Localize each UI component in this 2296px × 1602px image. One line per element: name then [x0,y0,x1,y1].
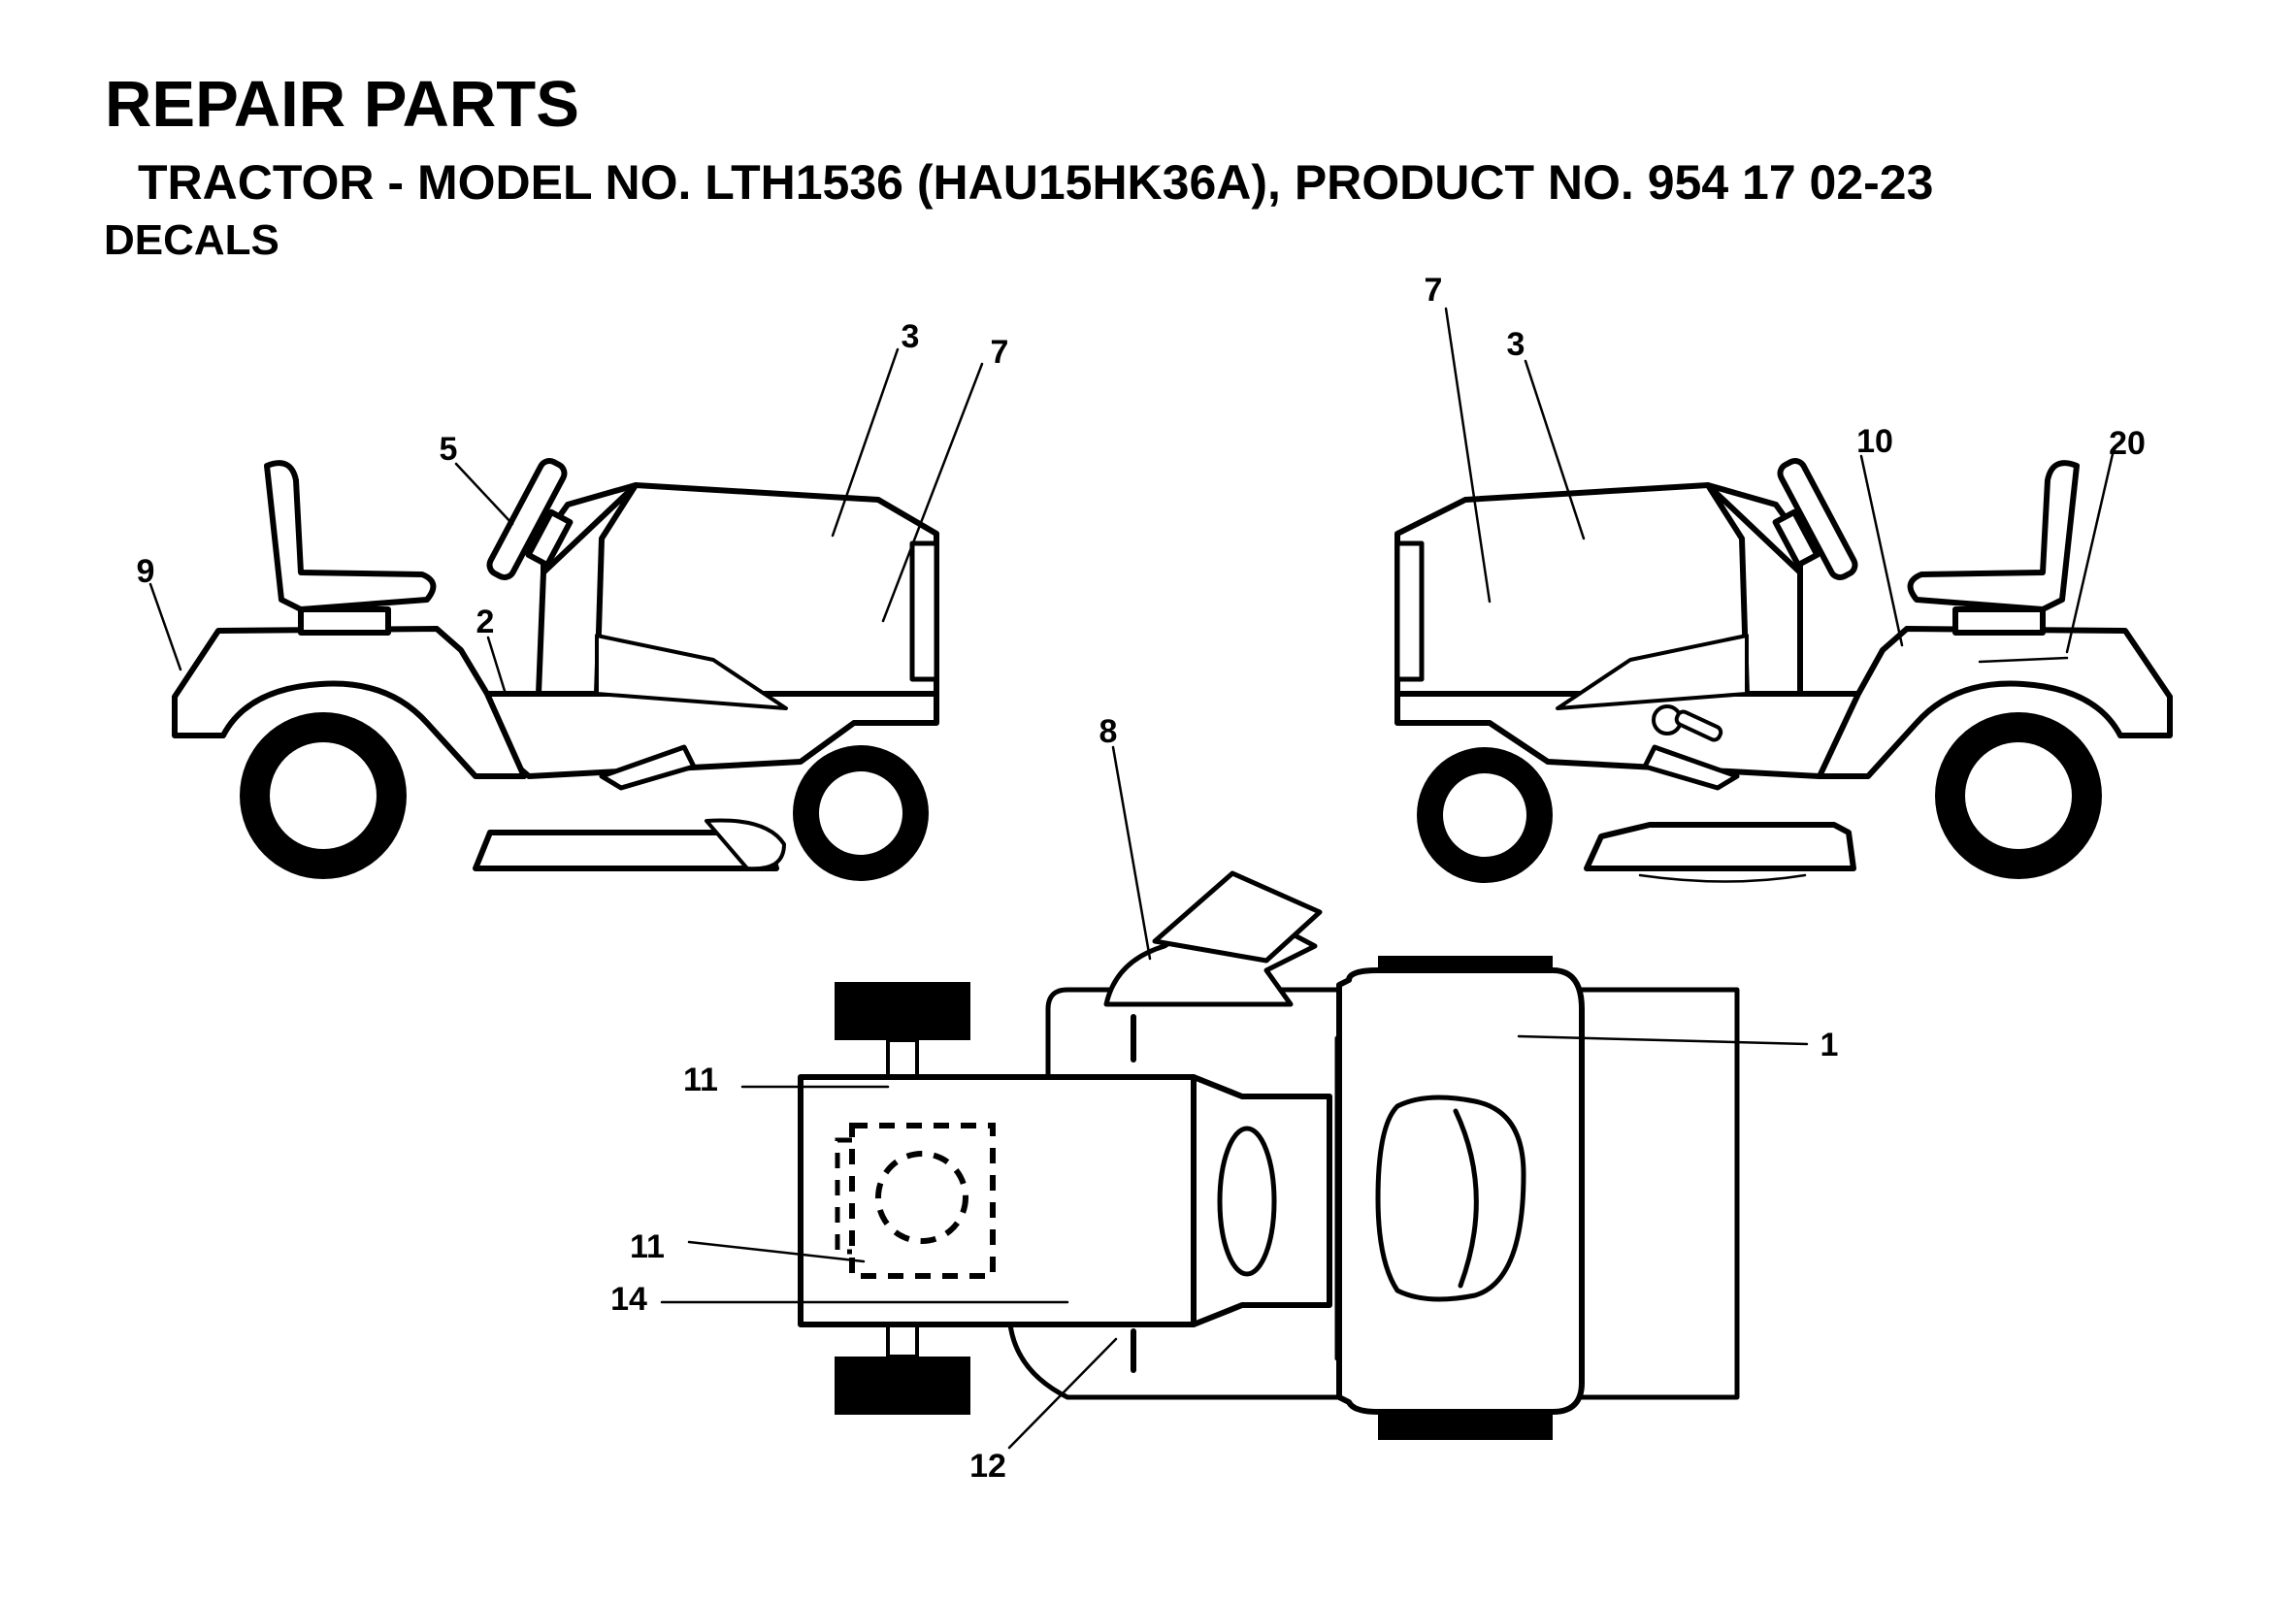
hood-vent [595,634,788,710]
top-seat-back [1453,1108,1479,1289]
right-hood-grille [1394,540,1425,682]
right-seat-post [1952,606,2046,636]
top-front-axle-upper [886,1038,919,1081]
right-deck-belt [1638,873,1807,883]
top-hood [798,1074,1197,1327]
top-front-wheel-upper [835,982,970,1040]
hood-grille [909,540,939,682]
right-mower-deck [1584,822,1856,871]
callout-1-top: 1 [1820,1027,1839,1063]
top-engine-outline [849,1123,996,1279]
callout-2-left: 2 [476,604,495,640]
right-rear-wheel-hub [1965,742,2072,849]
right-rear-fender [1817,626,2173,779]
right-steering-wheel [1777,458,1858,580]
tractor-right-side-view: 7 3 10 20 [1394,272,2173,883]
callout-10-right: 10 [1856,423,1893,460]
callout-12-top: 12 [969,1448,1006,1485]
top-engine-air-filter [875,1151,968,1244]
rear-fender [172,626,527,779]
section-title: DECALS [104,216,279,264]
right-pedal [1642,744,1740,791]
callout-5-left: 5 [440,431,458,468]
callout-7-right: 7 [1425,272,1443,309]
page-title: REPAIR PARTS [105,68,579,141]
top-front-wheel-lower [835,1357,970,1415]
lift-lever [1674,709,1723,742]
right-seat [1907,460,2080,612]
front-wheel-hub [819,771,902,855]
hood-panel [536,482,639,697]
top-steering-wheel [1217,1126,1277,1277]
callout-3-left: 3 [902,318,920,355]
pedal [599,744,697,791]
callout-14-top: 14 [610,1281,647,1318]
callout-9-left: 9 [137,553,155,590]
callout-20-right: 20 [2109,425,2146,462]
right-steering-column [1772,508,1820,569]
right-hood-vent [1556,634,1749,710]
page-subtitle: TRACTOR - MODEL NO. LTH1536 (HAU15HK36A)… [138,155,1934,210]
top-chute-deflector [1152,870,1323,964]
tractor-left-side-view: 3 7 5 9 2 [137,318,1009,881]
top-rear-wheel-lower [1378,1415,1553,1440]
callout-11-top-lower: 11 [630,1228,665,1265]
right-hood-panel [1705,482,1803,697]
seat [264,460,437,612]
deck-chute [705,818,786,871]
callout-3-right: 3 [1507,326,1525,363]
callout-8-top: 8 [1099,713,1118,750]
right-front-wheel-hub [1443,773,1526,857]
callout-7-left: 7 [991,334,1009,371]
top-seat [1375,1095,1526,1302]
tractor-top-view: 8 1 11 11 14 12 [610,713,1838,1485]
steering-column [525,508,574,569]
top-engine-outline-side [835,1137,852,1255]
seat-post [298,606,391,636]
rear-wheel-hub [270,742,377,849]
callout-11-top-upper: 11 [683,1062,718,1098]
steering-wheel [486,458,568,580]
